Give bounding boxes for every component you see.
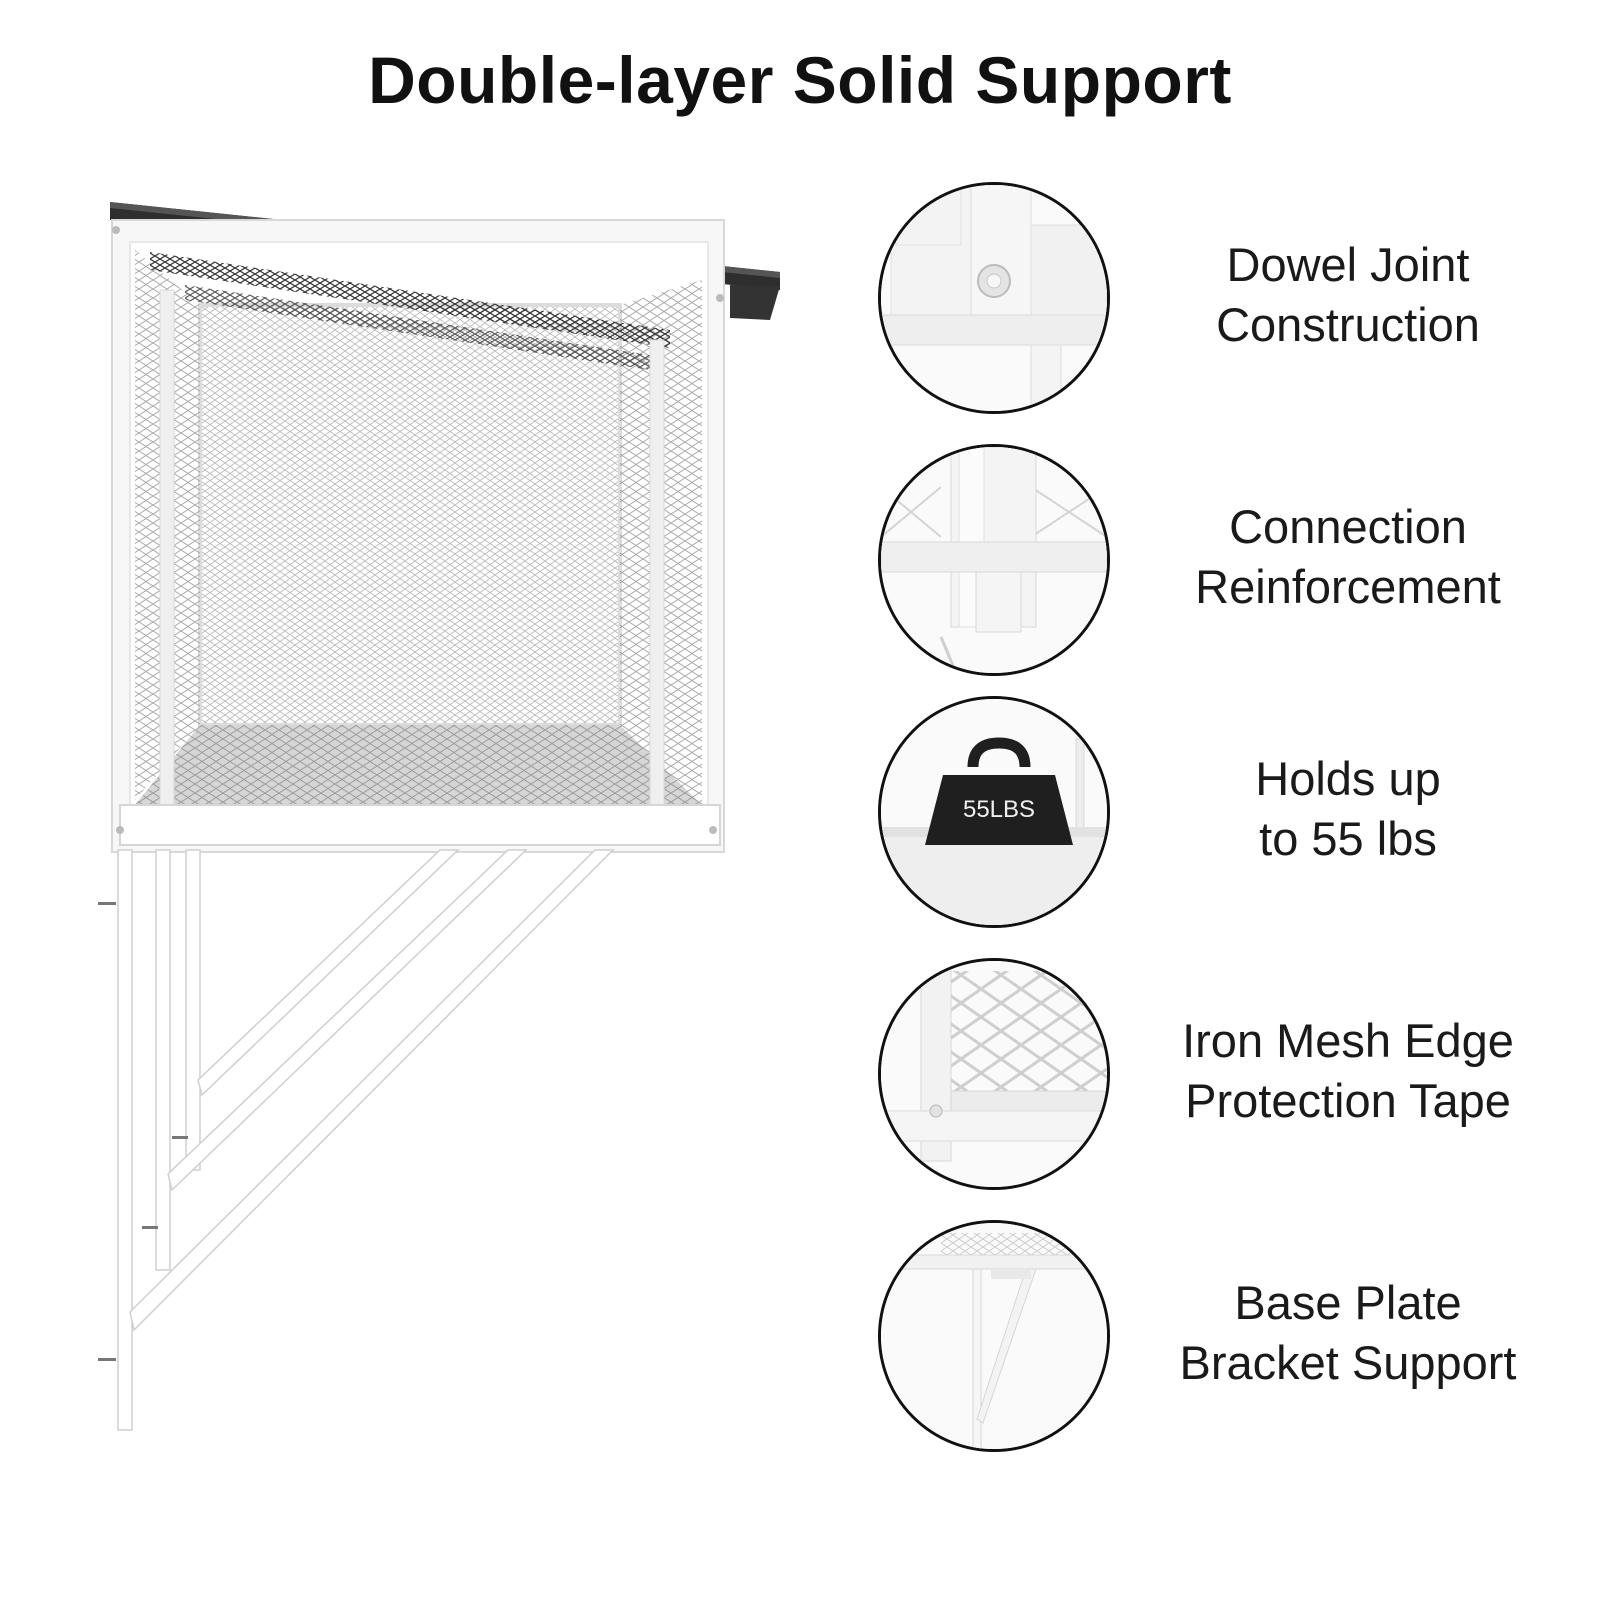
weight-label-text: 55LBS — [963, 796, 1035, 823]
feature-label-line1: Connection — [1229, 500, 1467, 553]
feature-weight-capacity: 55LBS Holds up to 55 lbs — [878, 696, 1598, 928]
page-title: Double-layer Solid Support — [368, 43, 1232, 117]
feature-label: Connection Reinforcement — [1128, 444, 1568, 670]
feature-label-line1: Dowel Joint — [1226, 238, 1470, 291]
feature-label-line1: Base Plate — [1234, 1276, 1462, 1329]
shelf-side-view-illustration — [90, 190, 830, 1490]
base-plate-bracket-closeup-icon — [878, 1220, 1110, 1452]
feature-label: Holds up to 55 lbs — [1128, 696, 1568, 922]
feature-label-line2: Bracket Support — [1179, 1336, 1517, 1389]
feature-label: Base Plate Bracket Support — [1128, 1220, 1568, 1446]
dowel-joint-closeup-icon — [878, 182, 1110, 414]
feature-label-line2: Reinforcement — [1195, 560, 1501, 613]
connection-reinforcement-closeup-icon — [878, 444, 1110, 676]
feature-connection-reinforcement: Connection Reinforcement — [878, 444, 1598, 676]
feature-label-line1: Iron Mesh Edge — [1182, 1014, 1514, 1067]
weight-55lbs-icon: 55LBS — [878, 696, 1110, 928]
feature-iron-mesh-edge: Iron Mesh Edge Protection Tape — [878, 958, 1598, 1190]
feature-label-line1: Holds up — [1255, 752, 1441, 805]
feature-label-line2: Protection Tape — [1185, 1074, 1511, 1127]
feature-label-line2: to 55 lbs — [1259, 812, 1437, 865]
iron-mesh-edge-closeup-icon — [878, 958, 1110, 1190]
feature-label: Dowel Joint Construction — [1128, 182, 1568, 408]
feature-dowel-joint: Dowel Joint Construction — [878, 182, 1598, 414]
feature-label: Iron Mesh Edge Protection Tape — [1128, 958, 1568, 1184]
feature-base-plate-bracket: Base Plate Bracket Support — [878, 1220, 1598, 1452]
feature-label-line2: Construction — [1216, 298, 1480, 351]
